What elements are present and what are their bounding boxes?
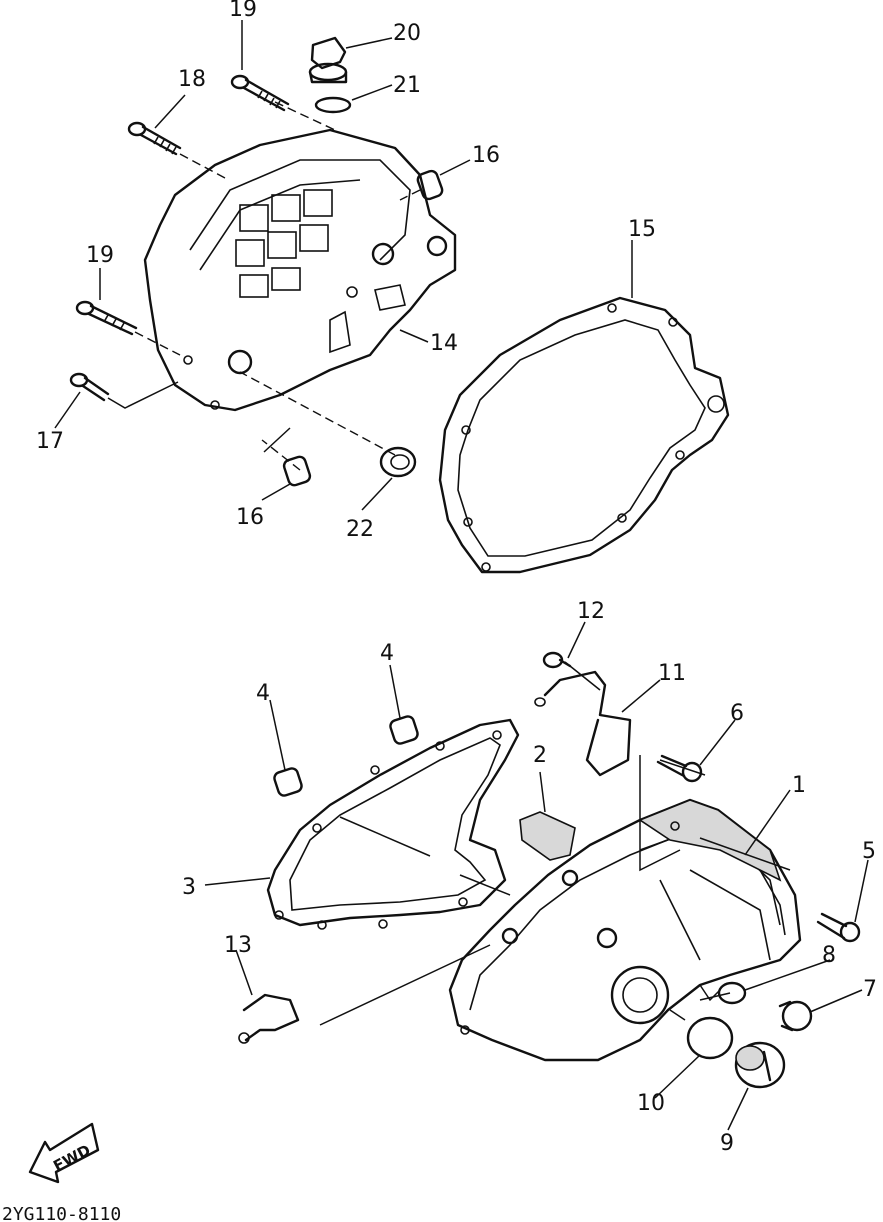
callout-2: 2 — [533, 743, 547, 768]
bracket-part-11 — [534, 670, 632, 777]
callout-16-bottom: 16 — [236, 505, 264, 530]
callout-4-left: 4 — [256, 681, 270, 706]
bolt-part-18 — [127, 121, 182, 156]
crankcase-cover-part-14 — [143, 128, 457, 412]
clamp-part-13 — [238, 993, 300, 1044]
plug-part-9 — [734, 1041, 786, 1089]
callout-16-top: 16 — [472, 143, 500, 168]
bolt-part-5 — [816, 912, 861, 943]
dowel-pin-part-16-top — [416, 169, 444, 201]
dowel-pin-part-4-right — [389, 715, 419, 745]
gasket-part-3 — [266, 718, 520, 930]
screw-part-12 — [542, 651, 572, 669]
callout-12: 12 — [577, 599, 605, 624]
gasket-part-15 — [438, 296, 730, 574]
o-ring-part-8 — [717, 981, 747, 1005]
bolt-part-19-top — [230, 74, 290, 112]
callout-20: 20 — [393, 21, 421, 46]
forward-arrow-icon: FWD — [28, 1122, 100, 1184]
dowel-pin-part-4-left — [273, 767, 303, 797]
crankcase-cover-part-1 — [448, 798, 802, 1062]
callout-8: 8 — [822, 943, 836, 968]
o-ring-part-21 — [314, 96, 352, 114]
callout-7: 7 — [863, 977, 877, 1002]
dowel-pin-part-16-bottom — [282, 455, 312, 487]
callout-5: 5 — [862, 839, 876, 864]
oil-filler-cap-part-20 — [308, 36, 348, 84]
o-ring-part-10 — [686, 1016, 734, 1060]
callout-17: 17 — [36, 429, 64, 454]
callout-15: 15 — [628, 217, 656, 242]
callout-18: 18 — [178, 67, 206, 92]
sensor-part-2 — [519, 811, 576, 861]
callout-21: 21 — [393, 73, 421, 98]
oil-seal-part-22 — [379, 446, 417, 478]
callout-4-right: 4 — [380, 641, 394, 666]
bolt-part-17 — [69, 372, 110, 402]
callout-6: 6 — [730, 701, 744, 726]
callout-1: 1 — [792, 773, 806, 798]
bolt-part-6 — [656, 754, 703, 783]
plug-part-7 — [778, 1000, 813, 1032]
callout-14: 14 — [430, 331, 458, 356]
bolt-part-19-left — [75, 300, 138, 336]
catalog-code: 2YG110-8110 — [2, 1204, 121, 1222]
callout-19-top: 19 — [229, 0, 257, 22]
callout-3: 3 — [182, 875, 196, 900]
callout-10: 10 — [637, 1091, 665, 1116]
callout-leaders — [54, 20, 869, 1131]
callout-19-left: 19 — [86, 243, 114, 268]
callout-9: 9 — [720, 1131, 734, 1156]
cover-rib-grid — [235, 189, 333, 298]
callout-11: 11 — [658, 661, 686, 686]
callout-22: 22 — [346, 517, 374, 542]
callout-13: 13 — [224, 933, 252, 958]
